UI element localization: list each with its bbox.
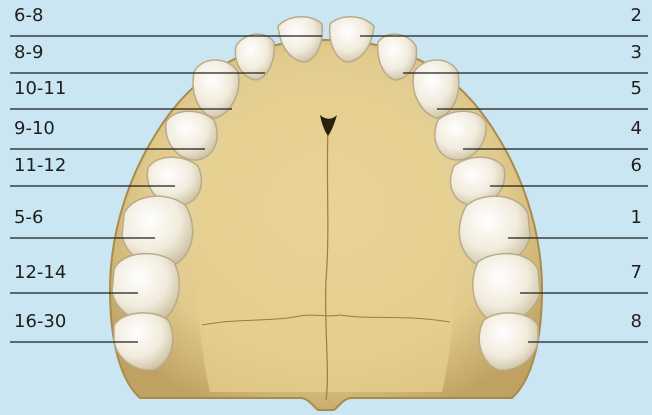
label-left-6: 5-6 <box>14 208 43 228</box>
label-left-5: 11-12 <box>14 156 66 176</box>
label-right-1: 2 <box>631 6 642 26</box>
label-right-7: 7 <box>631 263 642 283</box>
label-right-3: 5 <box>631 79 642 99</box>
label-left-7: 12-14 <box>14 263 66 283</box>
label-left-3: 10-11 <box>14 79 66 99</box>
label-left-1: 6-8 <box>14 6 43 26</box>
label-left-8: 16-30 <box>14 312 66 332</box>
label-right-5: 6 <box>631 156 642 176</box>
label-left-4: 9-10 <box>14 119 55 139</box>
label-right-4: 4 <box>631 119 642 139</box>
label-right-8: 8 <box>631 312 642 332</box>
label-right-6: 1 <box>631 208 642 228</box>
label-right-2: 3 <box>631 43 642 63</box>
label-left-2: 8-9 <box>14 43 43 63</box>
